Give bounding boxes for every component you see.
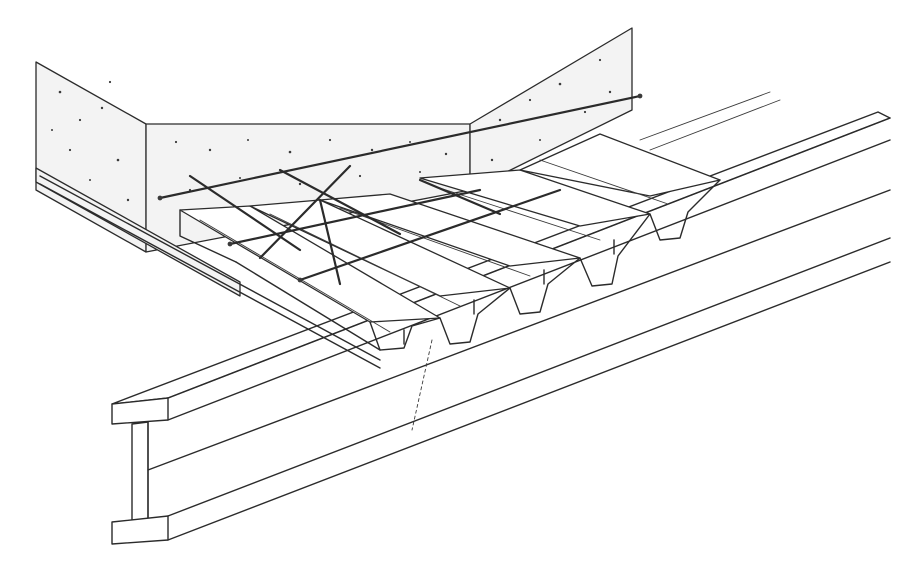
rebar-trans-2 xyxy=(278,168,402,236)
beam-bottom-flange xyxy=(111,515,169,545)
deck-bottom-edge xyxy=(235,261,381,351)
deck-crease-1 xyxy=(199,219,391,333)
beam-bottom-flange-top xyxy=(167,237,891,517)
beam-bottom-flange-bottom xyxy=(167,261,891,541)
rebar-trans-5 xyxy=(318,198,342,286)
far-beam-edge xyxy=(639,91,771,141)
rebar-long-2 xyxy=(228,188,482,246)
concrete-right-block xyxy=(469,27,633,191)
deck-crease-4 xyxy=(439,187,601,241)
deck-edge-lip xyxy=(39,175,381,361)
concrete-aggregate-texture xyxy=(51,58,612,202)
deck-crease-5 xyxy=(539,159,669,205)
deck-edge-lip-2 xyxy=(39,183,381,369)
deck-front-profile xyxy=(369,179,721,351)
reinforcement-mesh xyxy=(157,93,643,286)
rebar-trans-4 xyxy=(418,178,502,216)
beam-web-far xyxy=(147,189,891,471)
deck-side-edge xyxy=(179,209,237,263)
rebar-long-3 xyxy=(298,188,562,282)
rebar-long-1 xyxy=(158,94,642,200)
rebar-end xyxy=(297,277,303,283)
rebar-end xyxy=(227,241,233,247)
rebar-trans-3 xyxy=(258,164,352,260)
rebar-end xyxy=(637,93,643,99)
hidden-stud-line xyxy=(411,339,433,431)
far-beam-edge-2 xyxy=(649,99,781,151)
rebar-end xyxy=(157,195,163,201)
beam-web xyxy=(131,421,149,525)
shear-studs xyxy=(403,239,615,345)
rebar-trans-1 xyxy=(188,174,302,252)
beam-top-flange-underside xyxy=(167,139,891,421)
